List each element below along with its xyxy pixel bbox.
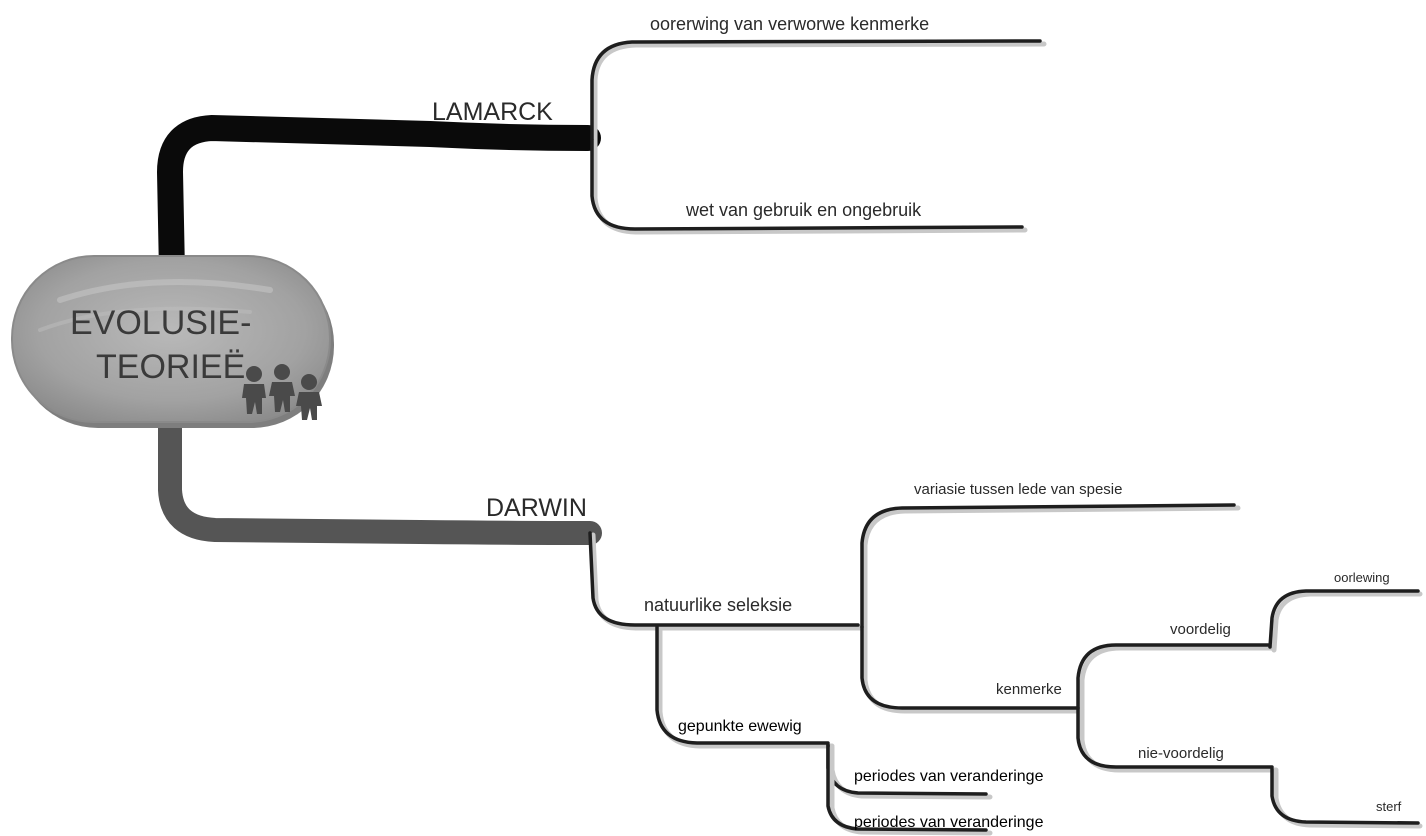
lamarck-branch-line [156,114,601,285]
darwin-branch-line [158,408,602,545]
central-topic-line-1: EVOLUSIE- [70,304,251,342]
periodes-label-2[interactable]: periodes van veranderinge [854,814,1044,831]
periodes-label-1[interactable]: periodes van veranderinge [854,768,1044,785]
voordelig-label[interactable]: voordelig [1170,621,1231,638]
kenmerke-label[interactable]: kenmerke [996,681,1062,698]
variasie-label[interactable]: variasie tussen lede van spesie [914,481,1122,498]
gepunkte-ewewig-label[interactable]: gepunkte ewewig [678,718,802,735]
darwin-label[interactable]: DARWIN [486,494,587,522]
lamarck-child-1[interactable]: oorerwing van verworwe kenmerke [650,14,929,34]
people-icon [242,364,322,420]
lamarck-branch [156,114,601,285]
central-topic-line-2: TEORIEË [96,348,245,386]
darwin-branch [158,408,602,545]
nie-voordelig-label[interactable]: nie-voordelig [1138,745,1224,762]
lamarck-label[interactable]: LAMARCK [432,98,553,126]
oorlewing-label[interactable]: oorlewing [1334,570,1390,585]
natuurlike-seleksie-label[interactable]: natuurlike seleksie [644,595,792,615]
lamarck-sub-lines [590,39,1047,235]
sterf-label[interactable]: sterf [1376,799,1402,814]
lamarck-child-2[interactable]: wet van gebruik en ongebruik [685,200,922,220]
central-topic[interactable]: EVOLUSIE- TEORIEË [11,255,334,428]
darwin-sub-lines [588,503,1423,836]
